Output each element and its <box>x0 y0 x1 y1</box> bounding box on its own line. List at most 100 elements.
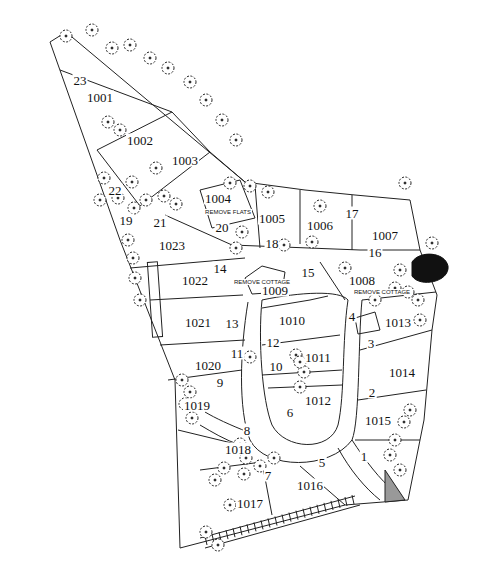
lot-number: 3 <box>367 337 376 350</box>
tree-trunk <box>189 81 191 83</box>
tree-symbol <box>224 499 236 511</box>
tree-symbol <box>384 449 396 461</box>
tree-symbol <box>389 434 401 446</box>
lot-number: 11 <box>230 347 245 360</box>
lot-number: 4 <box>348 310 357 323</box>
tree-symbol <box>94 194 106 206</box>
tree-symbol <box>236 226 248 238</box>
lot-number: 16 <box>368 246 383 259</box>
tree-symbol <box>404 404 416 416</box>
lot-number: 1014 <box>388 366 416 379</box>
tree-trunk <box>127 239 129 241</box>
tree-symbol <box>294 381 306 393</box>
lot-number: 1006 <box>306 219 334 232</box>
tree-trunk <box>419 319 421 321</box>
tree-symbol <box>268 452 280 464</box>
tree-trunk <box>149 57 151 59</box>
tree-trunk <box>191 417 193 419</box>
tree-symbol <box>200 94 212 106</box>
tree-trunk <box>235 139 237 141</box>
tree-trunk <box>283 244 285 246</box>
tree-symbol <box>184 76 196 88</box>
tree-symbol <box>176 374 188 386</box>
lot-number: 5 <box>318 456 327 469</box>
bungalow-outline <box>355 312 380 334</box>
tree-trunk <box>295 354 297 356</box>
lot-lines <box>60 70 436 515</box>
site-boundary <box>50 32 437 548</box>
tree-symbol <box>262 186 274 198</box>
lot-number: 1022 <box>181 274 209 287</box>
tree-trunk <box>132 257 134 259</box>
tree-trunk <box>133 207 135 209</box>
tree-symbol <box>134 294 146 306</box>
lot-number: 12 <box>266 336 281 349</box>
tree-symbol <box>398 416 410 428</box>
tree-trunk <box>319 205 321 207</box>
tree-trunk <box>389 454 391 456</box>
tree-symbol <box>218 462 230 474</box>
parking-bay-line <box>233 528 235 537</box>
existing-building <box>412 254 448 282</box>
tree-trunk <box>145 199 147 201</box>
lot-number: 22 <box>108 184 123 197</box>
tree-symbol <box>244 351 256 363</box>
tree-trunk <box>221 119 223 121</box>
tree-trunk <box>111 47 113 49</box>
tree-trunk <box>139 299 141 301</box>
tree-symbol <box>412 294 424 306</box>
tree-trunk <box>91 29 93 31</box>
tree-trunk <box>205 99 207 101</box>
tree-trunk <box>299 386 301 388</box>
parking-strip-edge <box>200 496 360 548</box>
tree-symbol <box>244 180 256 192</box>
tree-trunk <box>245 457 247 459</box>
tree-trunk <box>181 379 183 381</box>
lot-number: 1023 <box>158 239 186 252</box>
tree-trunk <box>229 504 231 506</box>
lot-number: 1013 <box>384 316 412 329</box>
tree-symbol <box>216 114 228 126</box>
tree-trunk <box>273 457 275 459</box>
trees <box>60 24 438 551</box>
tree-trunk <box>417 299 419 301</box>
tree-symbol <box>170 198 182 210</box>
road-edge <box>242 300 363 463</box>
tree-symbol <box>339 262 351 274</box>
tree-trunk <box>99 199 101 201</box>
tree-symbol <box>114 124 126 136</box>
tree-trunk <box>399 469 401 471</box>
tree-trunk <box>403 421 405 423</box>
lot-number: 23 <box>73 74 88 87</box>
lot-number: 1002 <box>126 134 154 147</box>
tree-symbol <box>224 177 236 189</box>
lot-number: 6 <box>286 406 295 419</box>
tree-symbol <box>126 176 138 188</box>
lot-number: 1007 <box>371 229 399 242</box>
tree-symbol <box>184 386 196 398</box>
tree-symbol <box>186 412 198 424</box>
lot-number: 1020 <box>194 359 222 372</box>
tree-symbol <box>426 237 438 249</box>
lot-number: 8 <box>243 424 252 437</box>
tree-symbol <box>238 468 250 480</box>
lot-number: 1004 <box>204 192 232 205</box>
lot-number: 9 <box>216 376 225 389</box>
tree-symbol <box>212 539 224 551</box>
tree-trunk <box>163 195 165 197</box>
tree-symbol <box>162 62 174 74</box>
lot-number: 1016 <box>296 479 324 492</box>
tree-symbol <box>394 464 406 476</box>
lot-number: 13 <box>225 317 240 330</box>
tree-symbol <box>129 272 141 284</box>
tree-trunk <box>243 473 245 475</box>
parking-bay-line <box>226 530 228 539</box>
lot-number: 14 <box>213 262 228 275</box>
tree-symbol <box>414 314 426 326</box>
flats-outline <box>147 262 162 338</box>
lot-number: 1003 <box>171 154 199 167</box>
tree-trunk <box>119 129 121 131</box>
tree-trunk <box>299 361 301 363</box>
tree-trunk <box>205 531 207 533</box>
tree-trunk <box>259 465 261 467</box>
